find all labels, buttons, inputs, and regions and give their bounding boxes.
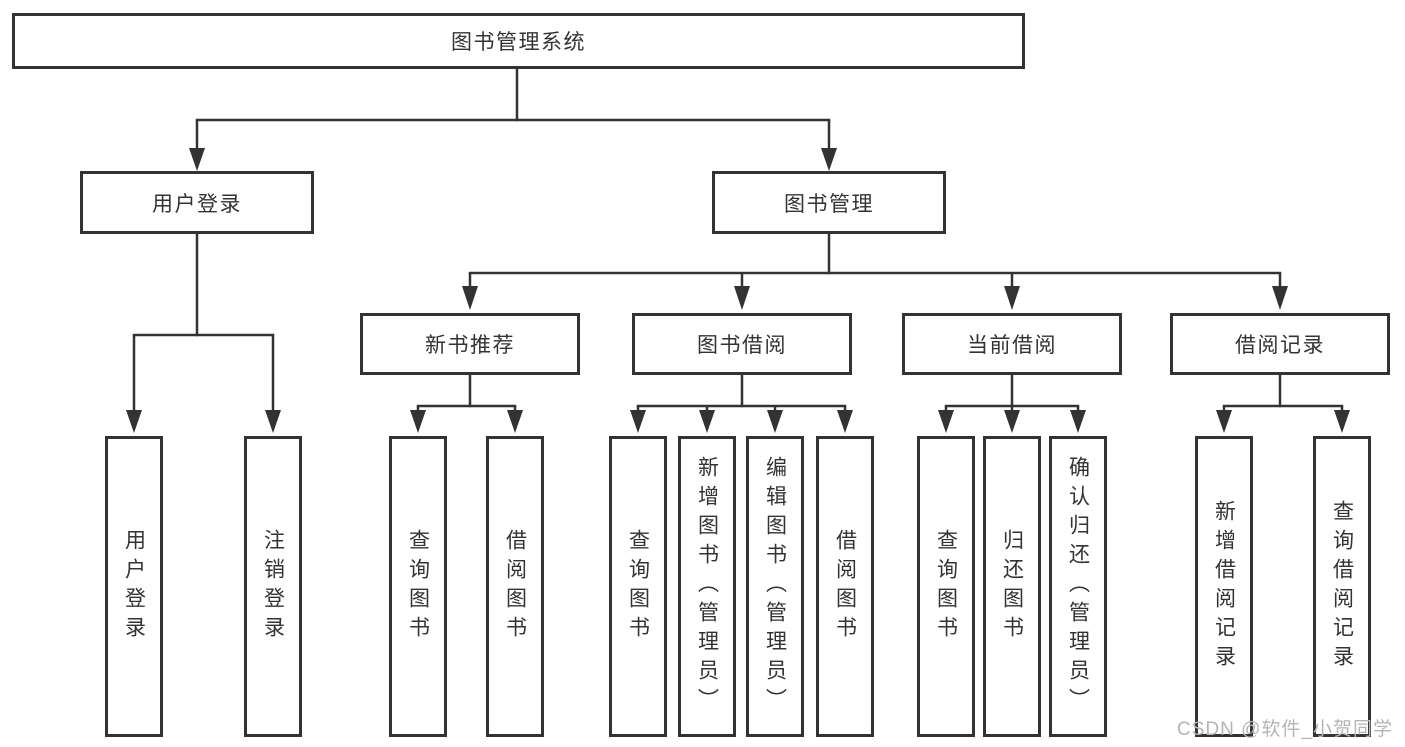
node-book-management: 图书管理 — [712, 171, 946, 234]
node-book-borrow: 图书借阅 — [632, 313, 852, 375]
node-label: 查询图书 — [406, 528, 430, 645]
node-label: 查询图书 — [934, 528, 958, 645]
node-label: 注销登录 — [261, 528, 285, 645]
node-label: 图书管理系统 — [451, 31, 586, 54]
node-label: 编辑图书（管理员） — [763, 456, 787, 717]
node-label: 新增图书（管理员） — [695, 456, 719, 717]
node-leaf-add-books-admin: 新增图书（管理员） — [678, 436, 736, 737]
node-label: 借阅记录 — [1235, 334, 1325, 357]
node-leaf-edit-books-admin: 编辑图书（管理员） — [746, 436, 804, 737]
node-leaf-query-books-borrow: 查询图书 — [609, 436, 667, 737]
node-label: 借阅图书 — [503, 528, 527, 645]
node-leaf-query-borrow-record: 查询借阅记录 — [1313, 436, 1371, 737]
node-leaf-logout: 注销登录 — [244, 436, 302, 737]
node-label: 新增借阅记录 — [1212, 499, 1236, 674]
node-leaf-confirm-return-admin: 确认归还（管理员） — [1049, 436, 1107, 737]
node-label: 查询借阅记录 — [1330, 499, 1354, 674]
csdn-watermark: CSDN @软件_小贺同学 — [1177, 719, 1393, 740]
node-leaf-query-books-current: 查询图书 — [917, 436, 975, 737]
node-leaf-borrow-books: 借阅图书 — [816, 436, 874, 737]
node-new-book-recommend: 新书推荐 — [360, 313, 580, 375]
node-label: 借阅图书 — [833, 528, 857, 645]
node-borrow-records: 借阅记录 — [1170, 313, 1390, 375]
node-user-login: 用户登录 — [80, 171, 314, 234]
node-label: 确认归还（管理员） — [1066, 456, 1090, 717]
node-label: 归还图书 — [1000, 528, 1024, 645]
node-label: 用户登录 — [122, 528, 146, 645]
node-library-management-system: 图书管理系统 — [12, 13, 1025, 69]
node-label: 新书推荐 — [425, 334, 515, 357]
node-leaf-query-books-recommend: 查询图书 — [389, 436, 447, 737]
node-leaf-user-login: 用户登录 — [105, 436, 163, 737]
node-label: 当前借阅 — [967, 334, 1057, 357]
node-label: 图书借阅 — [697, 334, 787, 357]
node-leaf-add-borrow-record: 新增借阅记录 — [1195, 436, 1253, 737]
node-current-borrow: 当前借阅 — [902, 313, 1122, 375]
node-label: 用户登录 — [152, 192, 242, 216]
node-label: 图书管理 — [784, 192, 874, 216]
node-leaf-return-books: 归还图书 — [983, 436, 1041, 737]
node-label: 查询图书 — [626, 528, 650, 645]
node-leaf-borrow-books-recommend: 借阅图书 — [486, 436, 544, 737]
